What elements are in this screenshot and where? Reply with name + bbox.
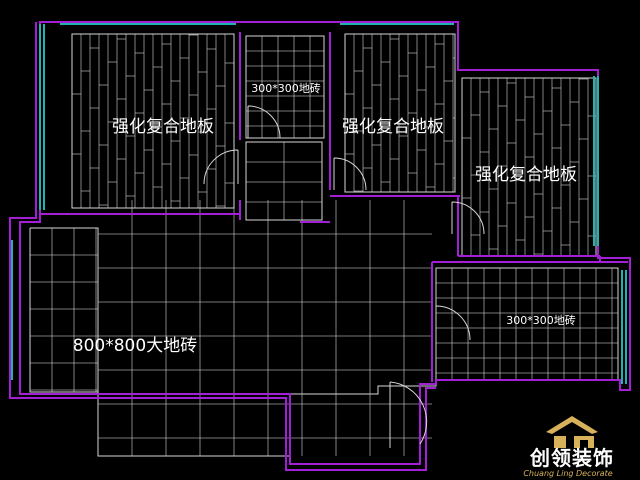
bathroom-1-tiles [246,36,324,138]
bathroom-2-tiles [436,268,618,380]
logo-emblem-icon [546,416,598,448]
hallway-tiles [246,142,322,220]
bedroom-1-label: 强化复合地板 [112,117,214,137]
bedroom-2-floor [345,33,455,192]
doors [203,105,485,448]
bathroom-2-label: 300*300地砖 [506,313,576,327]
bedroom-3-label: 强化复合地板 [475,165,577,185]
living-area-label: 800*800大地砖 [73,336,197,356]
bedroom-3-floor [462,77,596,256]
company-logo: 创领装饰 Chuang Ling Decorate [523,416,614,478]
bathroom-1-label: 300*300地砖 [251,81,321,95]
living-area-tiles [30,200,432,456]
windows [11,23,627,384]
logo-chinese-text: 创领装饰 [529,446,614,470]
bedroom-2-label: 强化复合地板 [342,117,444,137]
bedroom-1-floor [72,33,234,208]
logo-english-text: Chuang Ling Decorate [523,469,612,478]
